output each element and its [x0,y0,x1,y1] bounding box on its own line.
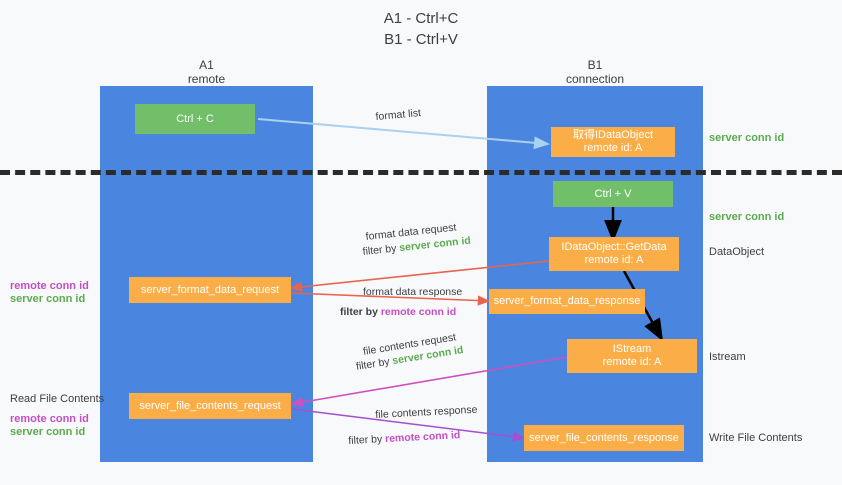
box-server-file-contents-response-label: server_file_contents_response [529,431,679,444]
page-title: A1 - Ctrl+C B1 - Ctrl+V [0,8,842,50]
label-read-file-contents: Read File Contents [10,393,105,405]
box-server-file-contents-response[interactable]: server_file_contents_response [524,425,684,451]
column-a1-role: remote [187,72,226,86]
label-format-remote-conn-id: remote conn id [10,280,89,292]
filter-value-2: remote conn id [380,306,457,318]
box-getdata-subtitle: remote id: A [584,254,644,266]
arrow-label-format-data-response: format data response [363,286,463,298]
filter-prefix-4: filter by [348,433,386,447]
column-a1-name: A1 [199,58,214,72]
box-idataobject[interactable]: 取得IDataObject remote id: A [551,127,675,157]
arrow-label-format-list: format list [375,107,422,123]
box-ctrl-v[interactable]: Ctrl + V [553,181,673,207]
box-server-file-contents-request[interactable]: server_file_contents_request [129,393,291,419]
box-server-format-data-response-label: server_format_data_response [493,295,641,307]
box-idataobject-subtitle: remote id: A [583,142,643,154]
label-file-remote-conn-id: remote conn id [10,413,89,425]
label-server-conn-id-2: server conn id [709,211,785,223]
box-ctrl-c[interactable]: Ctrl + C [135,104,255,134]
box-ctrl-v-label: Ctrl + V [594,187,632,200]
label-file-server-conn-id: server conn id [10,426,86,438]
box-server-format-data-request-label: server_format_data_request [140,283,280,296]
box-ctrl-c-label: Ctrl + C [176,112,214,125]
arrow-label-format-data-response-filter: filter by remote conn id [340,305,456,319]
arrow-label-file-contents-response: file contents response [375,403,478,421]
box-istream[interactable]: IStream remote id: A [567,339,697,373]
label-dataobject: DataObject [709,246,765,258]
title-line-2: B1 - Ctrl+V [384,31,458,48]
box-getdata[interactable]: IDataObject::GetData remote id: A [549,237,679,271]
label-write-file-contents: Write File Contents [709,432,803,444]
column-header-a1: A1 remote [100,58,313,86]
label-server-conn-id-1: server conn id [709,132,785,144]
filter-prefix-1: filter by [362,242,400,258]
box-server-format-data-response[interactable]: server_format_data_response [489,289,645,314]
arrow-label-file-contents-response-filter: filter by remote conn id [348,428,461,448]
phase-divider [0,170,842,175]
box-server-format-data-request[interactable]: server_format_data_request [129,277,291,303]
column-header-b1: B1 connection [487,58,703,86]
box-server-file-contents-request-label: server_file_contents_request [139,399,281,412]
filter-prefix-3: filter by [355,355,394,373]
box-istream-subtitle: remote id: A [602,356,662,368]
label-format-server-conn-id: server conn id [10,293,86,305]
filter-value-4: remote conn id [384,429,461,446]
box-getdata-title: IDataObject::GetData [561,241,667,253]
filter-prefix-2: filter by [340,306,381,318]
column-b1-name: B1 [587,58,603,72]
column-b1-role: connection [565,72,625,86]
label-istream: Istream [709,351,746,363]
title-line-1: A1 - Ctrl+C [383,10,459,27]
box-idataobject-title: 取得IDataObject [572,129,654,141]
box-istream-title: IStream [612,343,652,355]
